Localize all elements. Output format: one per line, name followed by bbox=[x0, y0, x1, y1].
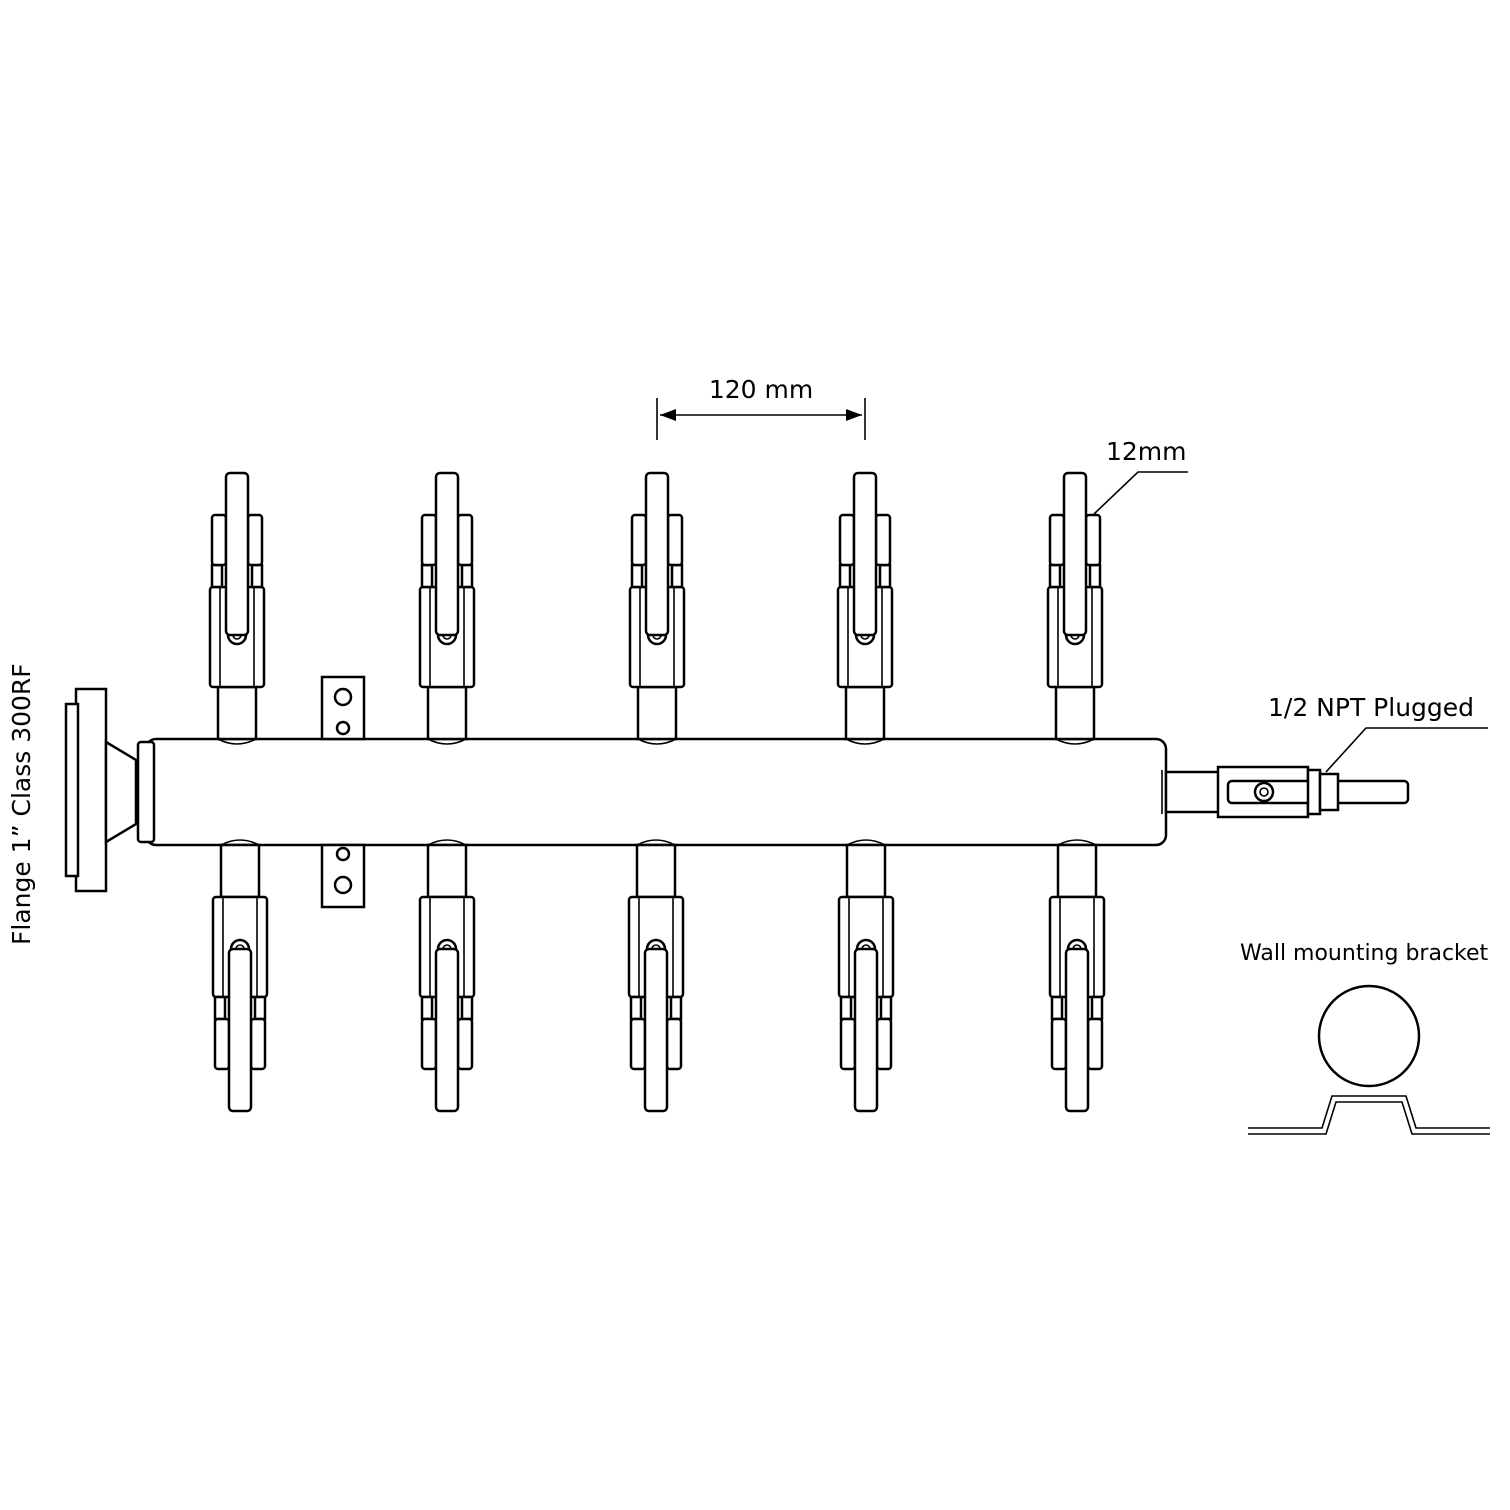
tube-size-label: 12mm bbox=[1106, 437, 1187, 466]
bracket-plate-top bbox=[320, 675, 366, 741]
end-port-label: 1/2 NPT Plugged bbox=[1268, 693, 1474, 722]
valve-bottom-5 bbox=[1048, 839, 1106, 1113]
valve-top-3 bbox=[628, 471, 686, 745]
leader-tube-size: 12mm bbox=[1093, 437, 1188, 515]
bracket-detail: Wall mounting bracket bbox=[1240, 941, 1490, 1135]
valve-bottom-1 bbox=[211, 839, 269, 1113]
dimension-spacing: 120 mm bbox=[656, 375, 866, 440]
end-plug-valve bbox=[1164, 765, 1410, 819]
valve-bottom-2 bbox=[418, 839, 476, 1113]
bracket-label: Wall mounting bracket bbox=[1240, 941, 1489, 966]
valve-top-4 bbox=[836, 471, 894, 745]
end-plug-knob-icon bbox=[1253, 781, 1275, 803]
valve-top-5 bbox=[1046, 471, 1104, 745]
manifold-header bbox=[136, 737, 1168, 847]
valve-row-top bbox=[208, 471, 1104, 745]
leader-end-port: 1/2 NPT Plugged bbox=[1268, 693, 1488, 773]
valve-bottom-3 bbox=[627, 839, 685, 1113]
valve-top-1 bbox=[208, 471, 266, 745]
flange bbox=[64, 687, 138, 893]
valve-bottom-4 bbox=[837, 839, 895, 1113]
dimension-spacing-label: 120 mm bbox=[709, 375, 813, 404]
valve-top-2 bbox=[418, 471, 476, 745]
bracket-plate-bottom bbox=[320, 843, 366, 909]
valve-row-bottom bbox=[211, 839, 1106, 1113]
flange-label: Flange 1” Class 300RF bbox=[7, 663, 36, 945]
bracket-pipe-icon bbox=[1317, 984, 1421, 1088]
